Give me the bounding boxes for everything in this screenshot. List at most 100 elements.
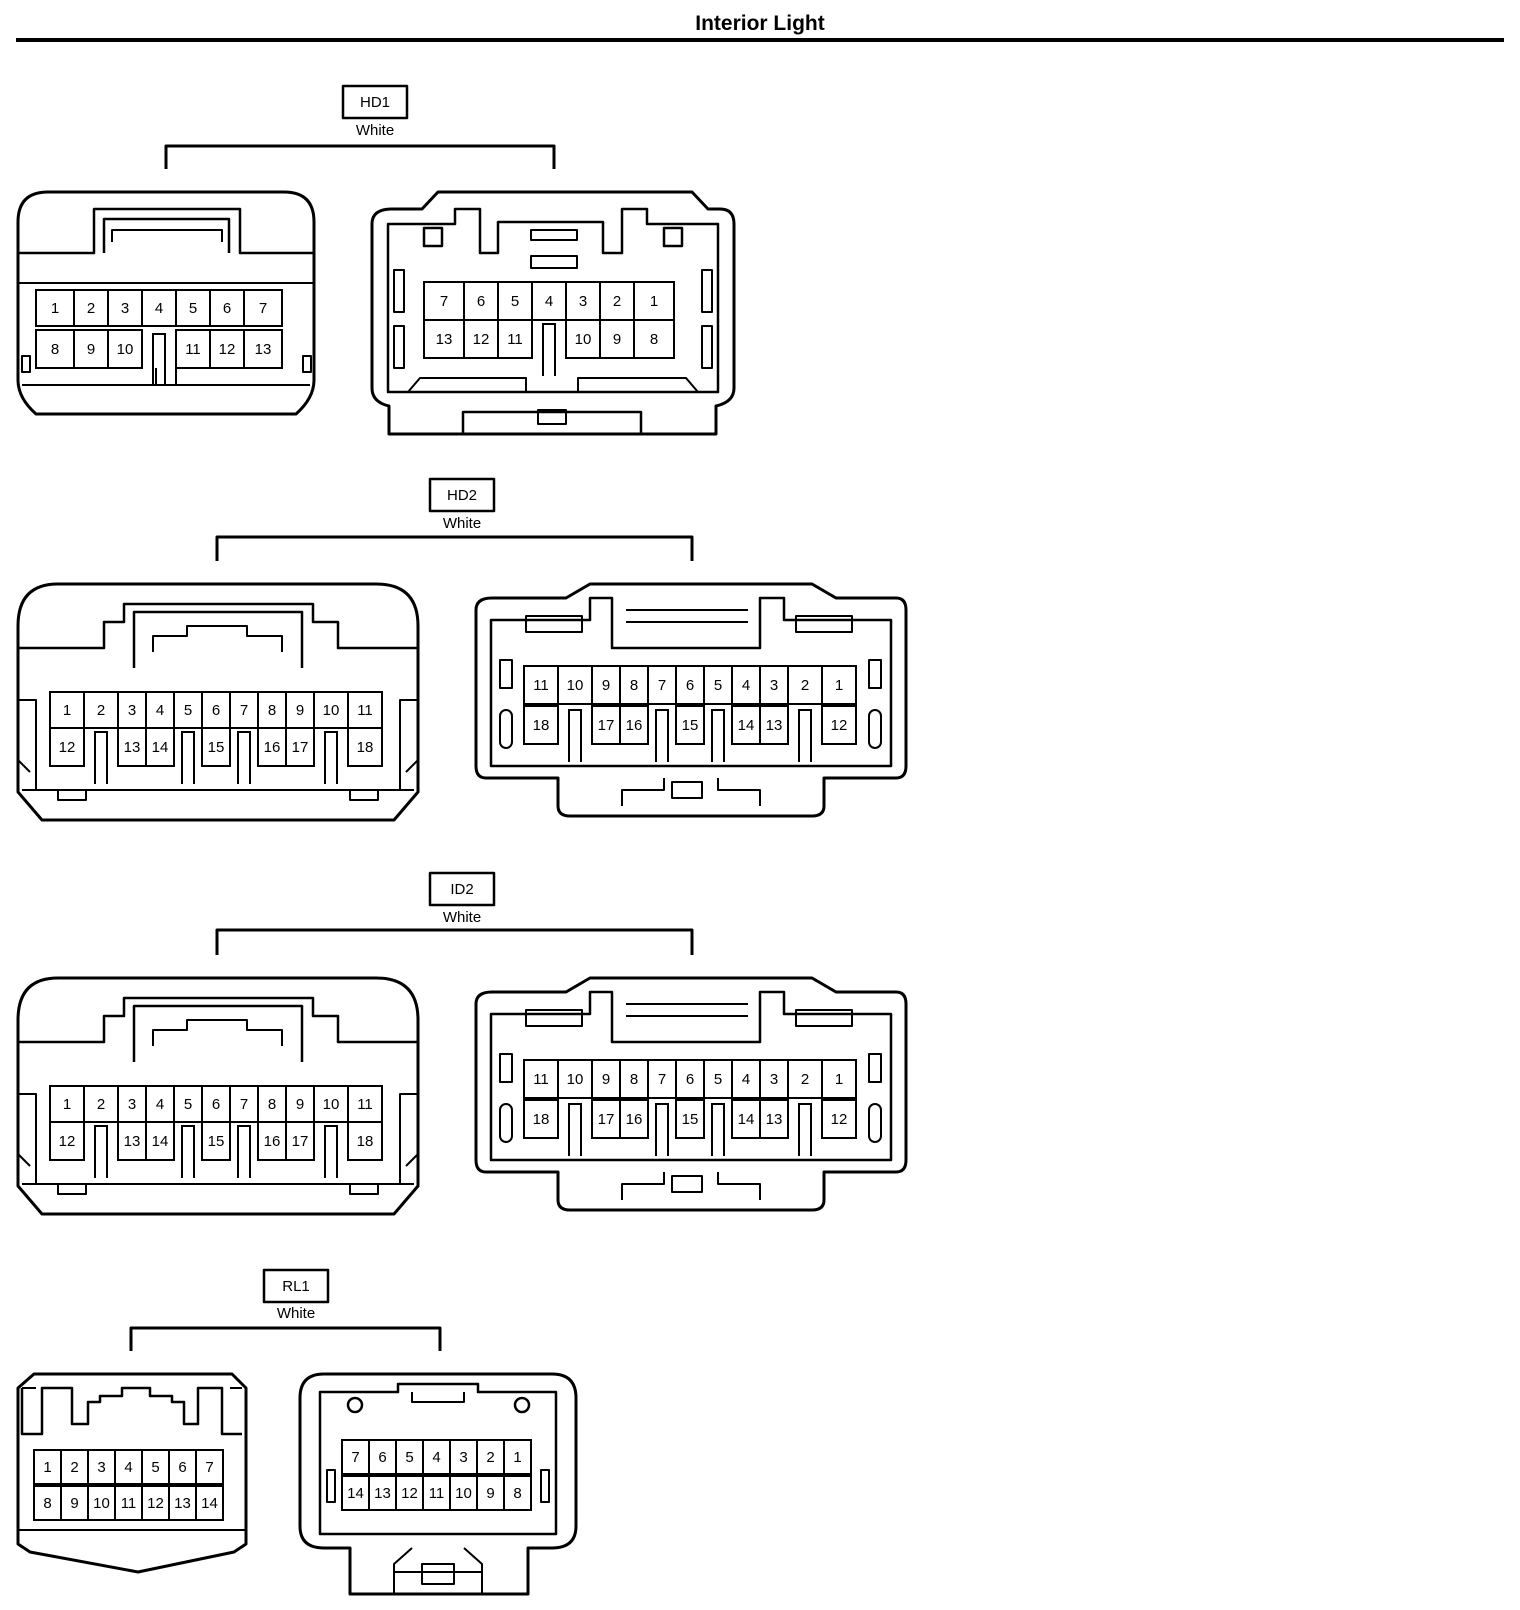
key-slot bbox=[798, 709, 812, 762]
pin-number: 12 bbox=[59, 1133, 76, 1150]
pin-number: 17 bbox=[292, 739, 309, 756]
pin-number: 11 bbox=[121, 1495, 137, 1512]
pin-number: 7 bbox=[658, 1071, 666, 1088]
connector-hd2-id: HD2 bbox=[447, 487, 477, 504]
key-slot bbox=[237, 1125, 251, 1178]
pin-number: 2 bbox=[97, 702, 105, 719]
pin-number: 4 bbox=[742, 1071, 750, 1088]
pin-cavity bbox=[503, 1439, 532, 1475]
pin-number: 13 bbox=[766, 1111, 783, 1128]
pin-number: 14 bbox=[738, 1111, 755, 1128]
pin-number: 4 bbox=[156, 702, 164, 719]
pin-number: 3 bbox=[770, 677, 778, 694]
pin-number: 6 bbox=[686, 677, 694, 694]
pin-number: 10 bbox=[575, 331, 592, 348]
pin-number: 5 bbox=[511, 293, 519, 310]
pin-number: 15 bbox=[208, 739, 225, 756]
connector-id2-male-body bbox=[474, 976, 908, 1212]
pin-cavity bbox=[759, 1099, 789, 1139]
pin-number: 6 bbox=[477, 293, 485, 310]
connector-rl1-color: White bbox=[277, 1305, 315, 1322]
connector-rl1 bbox=[16, 1268, 578, 1596]
key-slot bbox=[94, 731, 108, 784]
connector-hd1-tag bbox=[341, 84, 409, 120]
pin-number: 15 bbox=[208, 1133, 225, 1150]
pin-number: 4 bbox=[124, 1459, 132, 1476]
pin-number: 5 bbox=[405, 1449, 413, 1466]
pin-number: 1 bbox=[63, 702, 71, 719]
connector-hd2-color: White bbox=[443, 515, 481, 532]
pin-number: 14 bbox=[152, 1133, 169, 1150]
pin-number: 7 bbox=[205, 1459, 213, 1476]
key-slot bbox=[181, 1125, 195, 1178]
pin-number: 3 bbox=[128, 702, 136, 719]
pin-number: 7 bbox=[240, 1096, 248, 1113]
pin-number: 2 bbox=[486, 1449, 494, 1466]
pin-number: 9 bbox=[486, 1485, 494, 1502]
connector-id2-color: White bbox=[443, 909, 481, 926]
connector-id2-bracket bbox=[215, 928, 694, 955]
pin-number: 11 bbox=[429, 1485, 445, 1502]
pin-number: 3 bbox=[128, 1096, 136, 1113]
pin-number: 7 bbox=[658, 677, 666, 694]
pin-number: 11 bbox=[533, 677, 549, 694]
pin-number: 1 bbox=[835, 677, 843, 694]
connector-hd2-bracket bbox=[215, 535, 694, 561]
pin-number: 13 bbox=[436, 331, 453, 348]
pin-cavity bbox=[523, 705, 559, 745]
pin-number: 10 bbox=[455, 1485, 472, 1502]
key-slot bbox=[798, 1103, 812, 1156]
pin-number: 10 bbox=[323, 702, 340, 719]
connector-id2 bbox=[16, 871, 908, 1216]
pin-number: 10 bbox=[567, 677, 584, 694]
pin-number: 11 bbox=[185, 341, 201, 358]
pin-number: 18 bbox=[533, 1111, 550, 1128]
pin-number: 10 bbox=[93, 1495, 110, 1512]
pin-number: 2 bbox=[97, 1096, 105, 1113]
pin-number: 9 bbox=[296, 1096, 304, 1113]
pin-number: 18 bbox=[357, 1133, 374, 1150]
connector-id2-tag bbox=[428, 871, 496, 907]
key-slot bbox=[152, 333, 166, 386]
pin-cavity bbox=[49, 727, 85, 767]
pin-number: 10 bbox=[567, 1071, 584, 1088]
pin-number: 7 bbox=[240, 702, 248, 719]
pin-number: 9 bbox=[87, 341, 95, 358]
pin-cavity bbox=[821, 1059, 857, 1099]
pin-number: 2 bbox=[87, 300, 95, 317]
pin-number: 18 bbox=[357, 739, 374, 756]
key-slot bbox=[568, 709, 582, 762]
pin-number: 4 bbox=[156, 1096, 164, 1113]
pin-number: 2 bbox=[801, 677, 809, 694]
pin-number: 11 bbox=[357, 702, 373, 719]
pin-number: 17 bbox=[598, 1111, 615, 1128]
pin-cavity bbox=[347, 1121, 383, 1161]
pin-number: 16 bbox=[626, 717, 643, 734]
key-slot bbox=[542, 323, 556, 376]
connector-hd1-male-body bbox=[370, 190, 736, 436]
pin-number: 12 bbox=[59, 739, 76, 756]
pin-number: 6 bbox=[686, 1071, 694, 1088]
connector-hd2-tag bbox=[428, 477, 496, 513]
connector-id2-id: ID2 bbox=[450, 881, 473, 898]
pin-number: 11 bbox=[357, 1096, 373, 1113]
pin-cavity bbox=[145, 727, 175, 767]
pin-number: 13 bbox=[124, 739, 141, 756]
pin-number: 5 bbox=[184, 1096, 192, 1113]
pin-number: 6 bbox=[212, 702, 220, 719]
pin-number: 3 bbox=[579, 293, 587, 310]
pin-number: 14 bbox=[738, 717, 755, 734]
pin-number: 5 bbox=[714, 1071, 722, 1088]
pin-number: 15 bbox=[682, 1111, 699, 1128]
pin-number: 9 bbox=[602, 1071, 610, 1088]
key-slot bbox=[655, 1103, 669, 1156]
pin-number: 15 bbox=[682, 717, 699, 734]
pin-number: 16 bbox=[626, 1111, 643, 1128]
pin-number: 14 bbox=[201, 1495, 218, 1512]
pin-number: 5 bbox=[151, 1459, 159, 1476]
pin-number: 4 bbox=[432, 1449, 440, 1466]
pin-cavity bbox=[619, 1099, 649, 1139]
pin-number: 8 bbox=[43, 1495, 51, 1512]
pin-number: 8 bbox=[268, 1096, 276, 1113]
